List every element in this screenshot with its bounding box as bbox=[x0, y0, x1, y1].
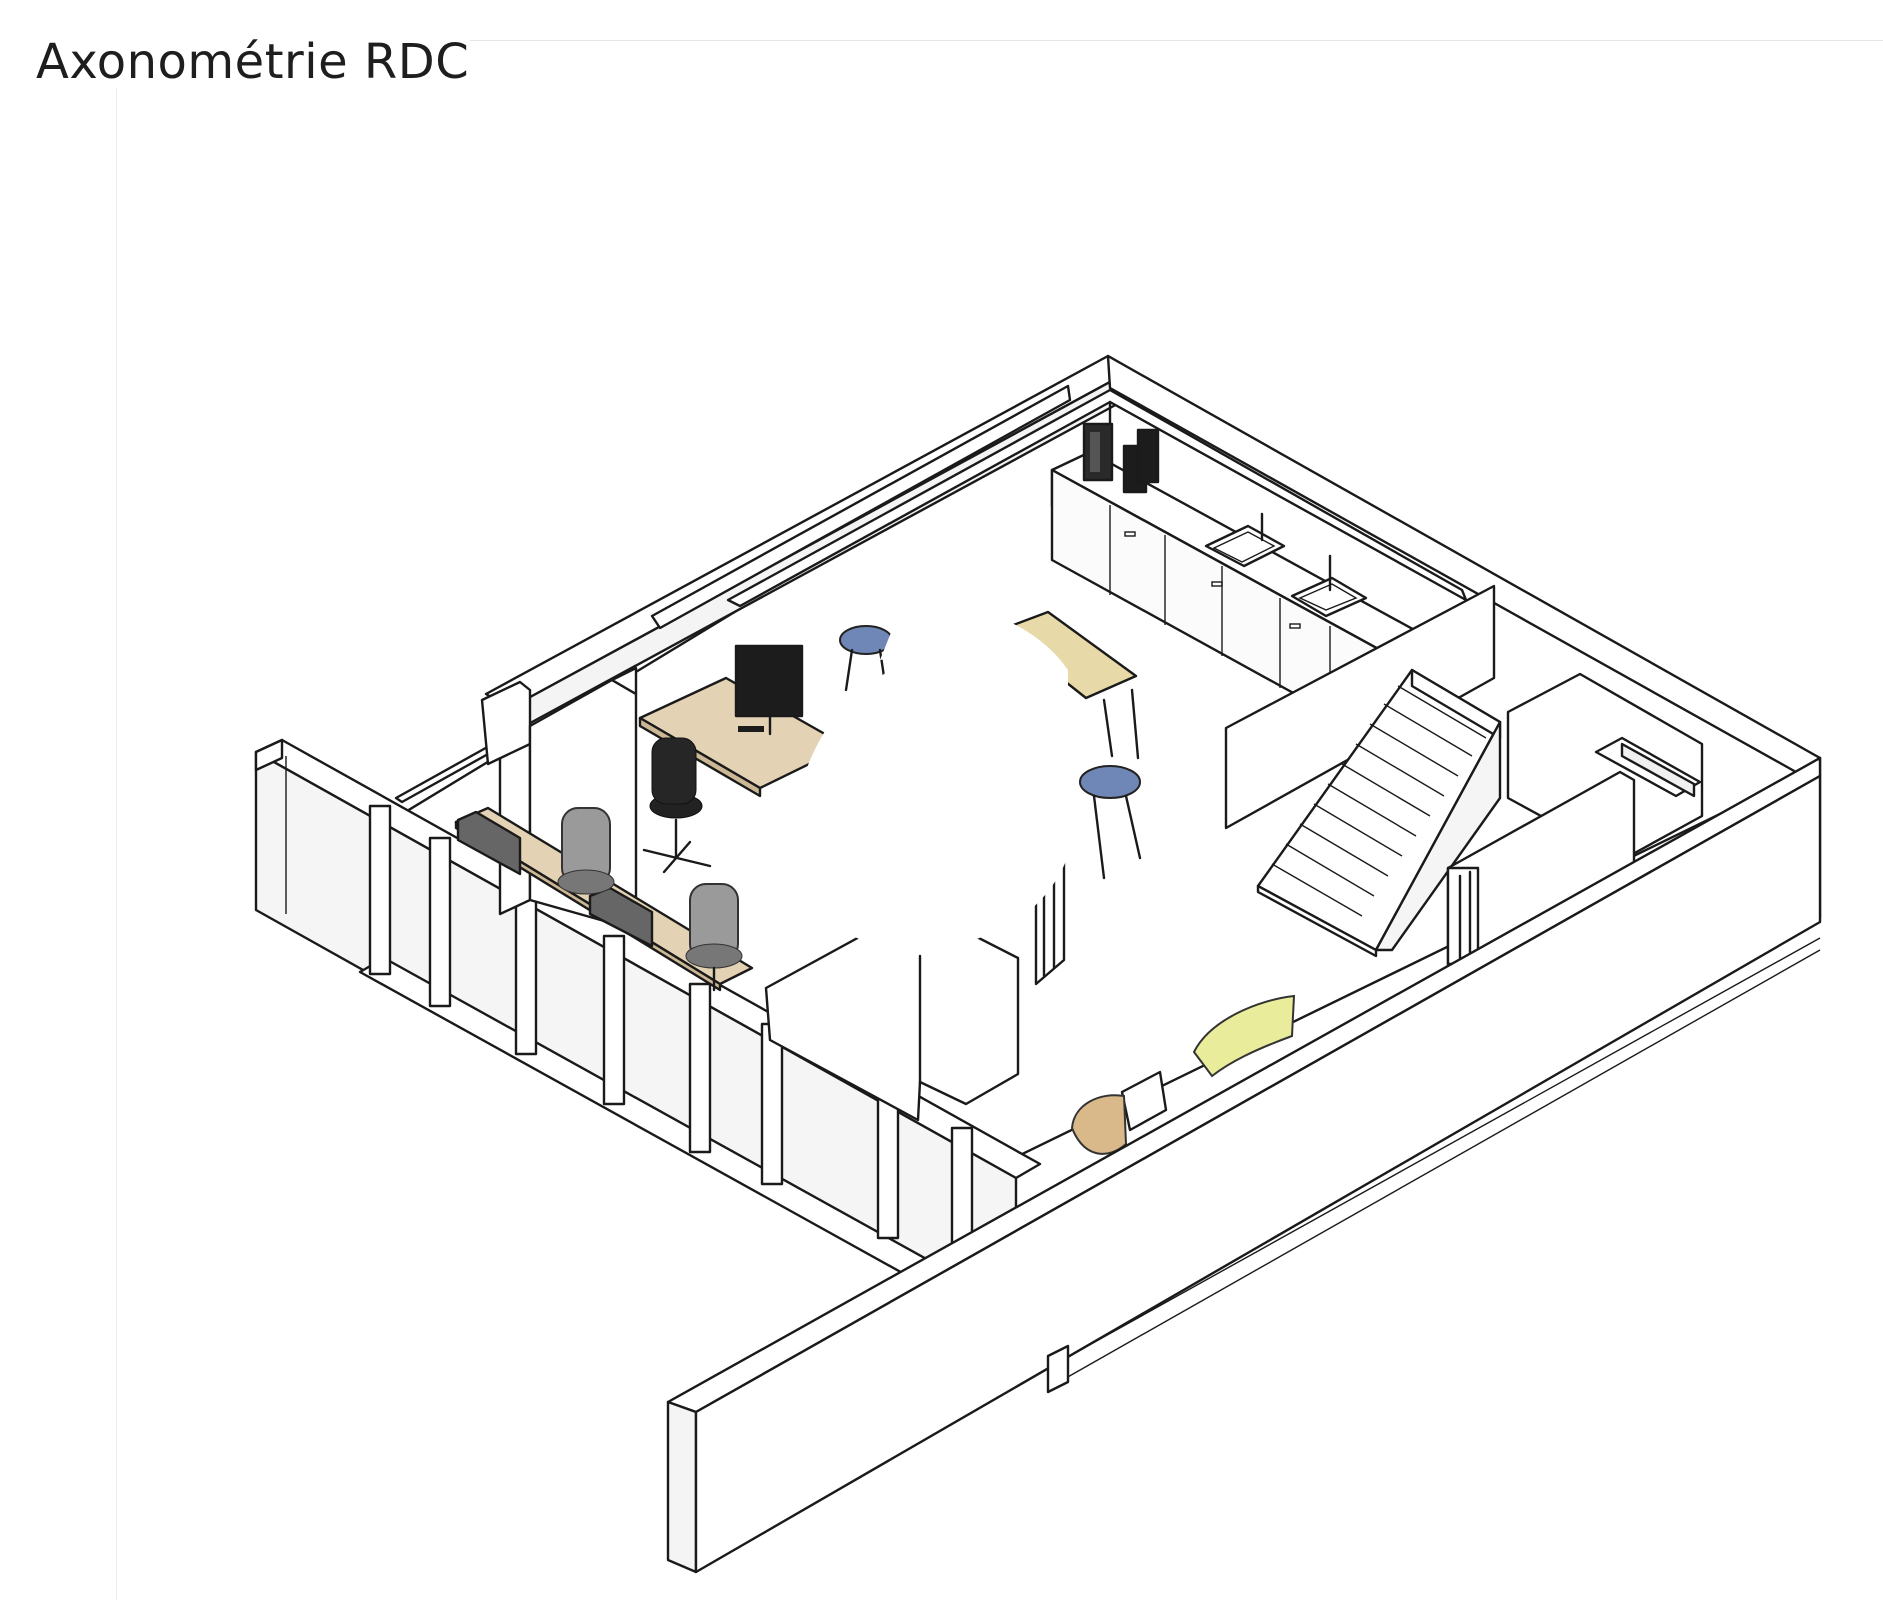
staircase bbox=[1224, 584, 1502, 958]
front-right-wall bbox=[666, 756, 1822, 1574]
viewport-left-edge bbox=[116, 88, 117, 1600]
sink bbox=[1290, 576, 1368, 618]
view-title: Axonométrie RDC bbox=[36, 34, 470, 90]
header-divider bbox=[470, 40, 1883, 41]
workstation-desk-1 bbox=[638, 644, 848, 798]
armchair bbox=[1192, 994, 1296, 1078]
side-block bbox=[1120, 1070, 1168, 1132]
door bbox=[1446, 866, 1480, 966]
monitor bbox=[734, 644, 804, 718]
sink bbox=[1204, 524, 1286, 568]
bench-desk bbox=[454, 806, 754, 992]
stool bbox=[1079, 765, 1142, 880]
rotate-view-icon[interactable] bbox=[791, 600, 1068, 948]
office-chair bbox=[557, 807, 615, 895]
round-table bbox=[1070, 1094, 1128, 1155]
office-chair bbox=[685, 883, 743, 992]
office-chair bbox=[642, 737, 712, 874]
